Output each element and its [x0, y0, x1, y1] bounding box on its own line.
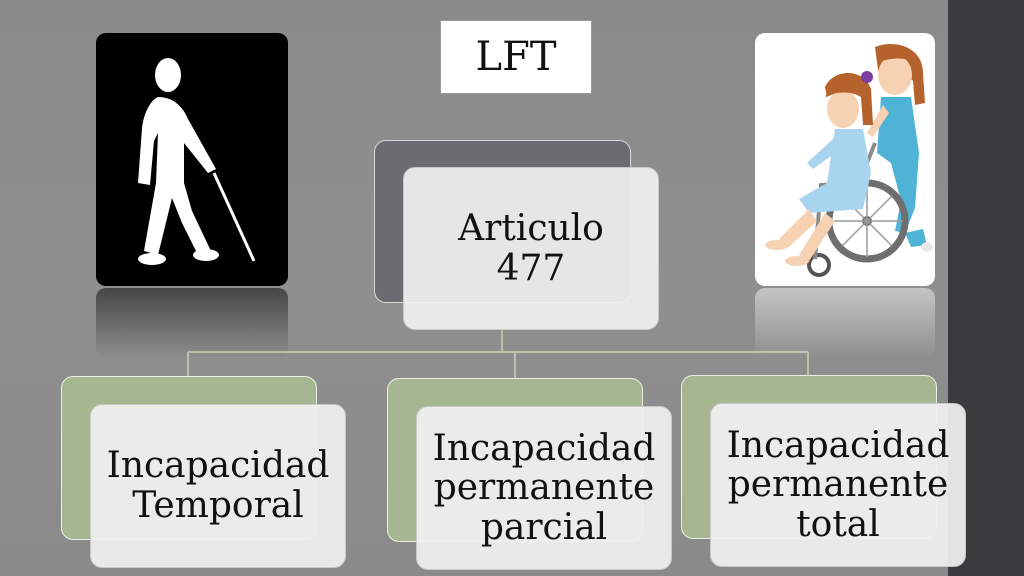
child-node-temporal: Incapacidad Temporal — [90, 404, 346, 568]
child-node-label: Incapacidad Temporal — [106, 445, 330, 526]
child-node-label: Incapacidad permanente total — [726, 424, 950, 545]
wheelchair-reflection — [755, 288, 935, 358]
blind-person-reflection — [96, 288, 288, 358]
blind-person-icon — [96, 33, 288, 286]
child-node-label: Incapacidad permanente parcial — [432, 427, 656, 548]
root-node: Articulo 477 — [403, 167, 659, 330]
diagram-title: LFT — [440, 20, 592, 94]
child-node-permanente-parcial: Incapacidad permanente parcial — [416, 406, 672, 570]
child-node-permanente-total: Incapacidad permanente total — [710, 403, 966, 567]
root-node-label: Articulo 477 — [458, 207, 604, 289]
wheelchair-nurse-illustration — [755, 33, 935, 286]
